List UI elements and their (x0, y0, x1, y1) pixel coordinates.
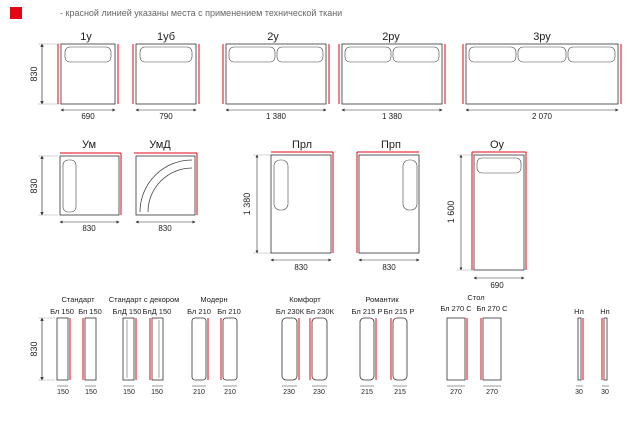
armrest-group-label: Романтик (365, 295, 399, 304)
armrest-label: Бл 230К (276, 307, 305, 316)
armrest-label: Бл 210 (187, 307, 211, 316)
armrest-height-dimension: 830 (29, 317, 55, 381)
armrest-label: Бп 215 Р (384, 307, 415, 316)
row1-height-label: 830 (29, 66, 39, 81)
armrest-width: 270 (486, 389, 498, 396)
module-ou-label: Оу (490, 139, 505, 151)
armrest-width: 210 (224, 389, 236, 396)
armrest-width: 150 (123, 389, 135, 396)
module-2ru: 2ру 1 380 (338, 31, 446, 121)
module-umd: УмД 830 (134, 139, 198, 233)
armrest-group-label: Стандарт (61, 295, 95, 304)
armrest-label: Бп 210 (217, 307, 241, 316)
module-ou-height: 1 600 (446, 201, 456, 224)
armrest-group-label: Стол (467, 293, 484, 302)
row1-height-dimension: 830 (29, 43, 60, 105)
module-ou-width: 690 (490, 281, 504, 290)
module-3ru-label: 3ру (533, 31, 551, 43)
armrest-label: БпД 150 (143, 307, 172, 316)
module-1ub-width: 790 (159, 112, 173, 121)
module-prl-width: 830 (294, 263, 308, 272)
um-height-label: 830 (29, 178, 39, 193)
module-2u-width: 1 380 (266, 112, 287, 121)
armrest-label: Нл (574, 307, 584, 316)
armrest-group-standart: Стандарт Бл 150 Бп 150 150 150 (50, 295, 102, 396)
module-2ru-label: 2ру (382, 31, 400, 43)
module-2u: 2у 1 380 (222, 31, 330, 121)
module-1u: 1у 690 (57, 31, 119, 121)
armrest-group-stol: Стол Бл 270 С Бп 270 С 270 270 (440, 293, 508, 396)
module-1u-width: 690 (81, 112, 95, 121)
armrest-width: 30 (575, 389, 583, 396)
armrest-group-komfort: Комфорт Бл 230К Бп 230К 230 230 (276, 295, 335, 396)
armrest-label: Бп 270 С (476, 304, 508, 313)
module-1ub-label: 1уб (157, 31, 175, 43)
module-um-label: Ум (82, 139, 96, 151)
armrest-group-label: Комфорт (289, 295, 321, 304)
module-ou: 1 600 Оу 690 (446, 139, 527, 290)
armrest-label: Бл 270 С (440, 304, 472, 313)
module-prl: 1 380 Прл 830 (242, 139, 334, 272)
module-3ru-width: 2 070 (532, 112, 553, 121)
armrest-width: 150 (151, 389, 163, 396)
module-prp-width: 830 (382, 263, 396, 272)
armrest-label: Бп 150 (78, 307, 102, 316)
armrest-group-standart-dekor: Стандарт с декором БлД 150 БпД 150 150 1… (109, 295, 180, 396)
armrest-width: 270 (450, 389, 462, 396)
armrest-width: 30 (601, 389, 609, 396)
module-umd-label: УмД (149, 139, 171, 151)
armrest-width: 215 (394, 389, 406, 396)
legend: - красной линией указаны места с примене… (10, 7, 342, 19)
armrest-group-narrow: Нл Нп 30 30 (574, 307, 610, 396)
armrest-group-label: Стандарт с декором (109, 295, 180, 304)
module-1u-label: 1у (80, 31, 92, 43)
armrest-width: 230 (313, 389, 325, 396)
module-um: Ум 830 (59, 139, 122, 233)
armrest-group-modern: Модерн Бл 210 Бп 210 210 210 (187, 295, 241, 396)
module-3ru: 3ру 2 070 (462, 31, 622, 121)
module-prl-height: 1 380 (242, 193, 252, 216)
module-prl-label: Прл (292, 139, 312, 151)
armrest-width: 150 (57, 389, 69, 396)
module-2u-label: 2у (267, 31, 279, 43)
module-1ub: 1уб 790 (132, 31, 200, 121)
module-prp-label: Прп (381, 139, 401, 151)
armrest-height-label: 830 (29, 341, 39, 356)
armrest-width: 215 (361, 389, 373, 396)
armrest-group-label: Модерн (200, 295, 227, 304)
armrest-label: Бл 150 (50, 307, 74, 316)
armrest-group-romantik: Романтик Бл 215 Р Бп 215 Р 215 215 (352, 295, 415, 396)
armrest-label: Бп 230К (306, 307, 335, 316)
armrest-width: 210 (193, 389, 205, 396)
um-height-dimension: 830 (29, 155, 58, 216)
module-prp: Прп 830 (356, 139, 420, 272)
legend-text: - красной линией указаны места с примене… (60, 8, 343, 18)
module-2ru-width: 1 380 (382, 112, 403, 121)
armrest-label: Нп (600, 307, 609, 316)
module-um-width: 830 (82, 224, 96, 233)
legend-swatch (10, 7, 22, 19)
armrest-label: Бл 215 Р (352, 307, 383, 316)
armrest-width: 230 (283, 389, 295, 396)
module-umd-width: 830 (158, 224, 172, 233)
armrest-label: БлД 150 (113, 307, 142, 316)
armrest-width: 150 (85, 389, 97, 396)
